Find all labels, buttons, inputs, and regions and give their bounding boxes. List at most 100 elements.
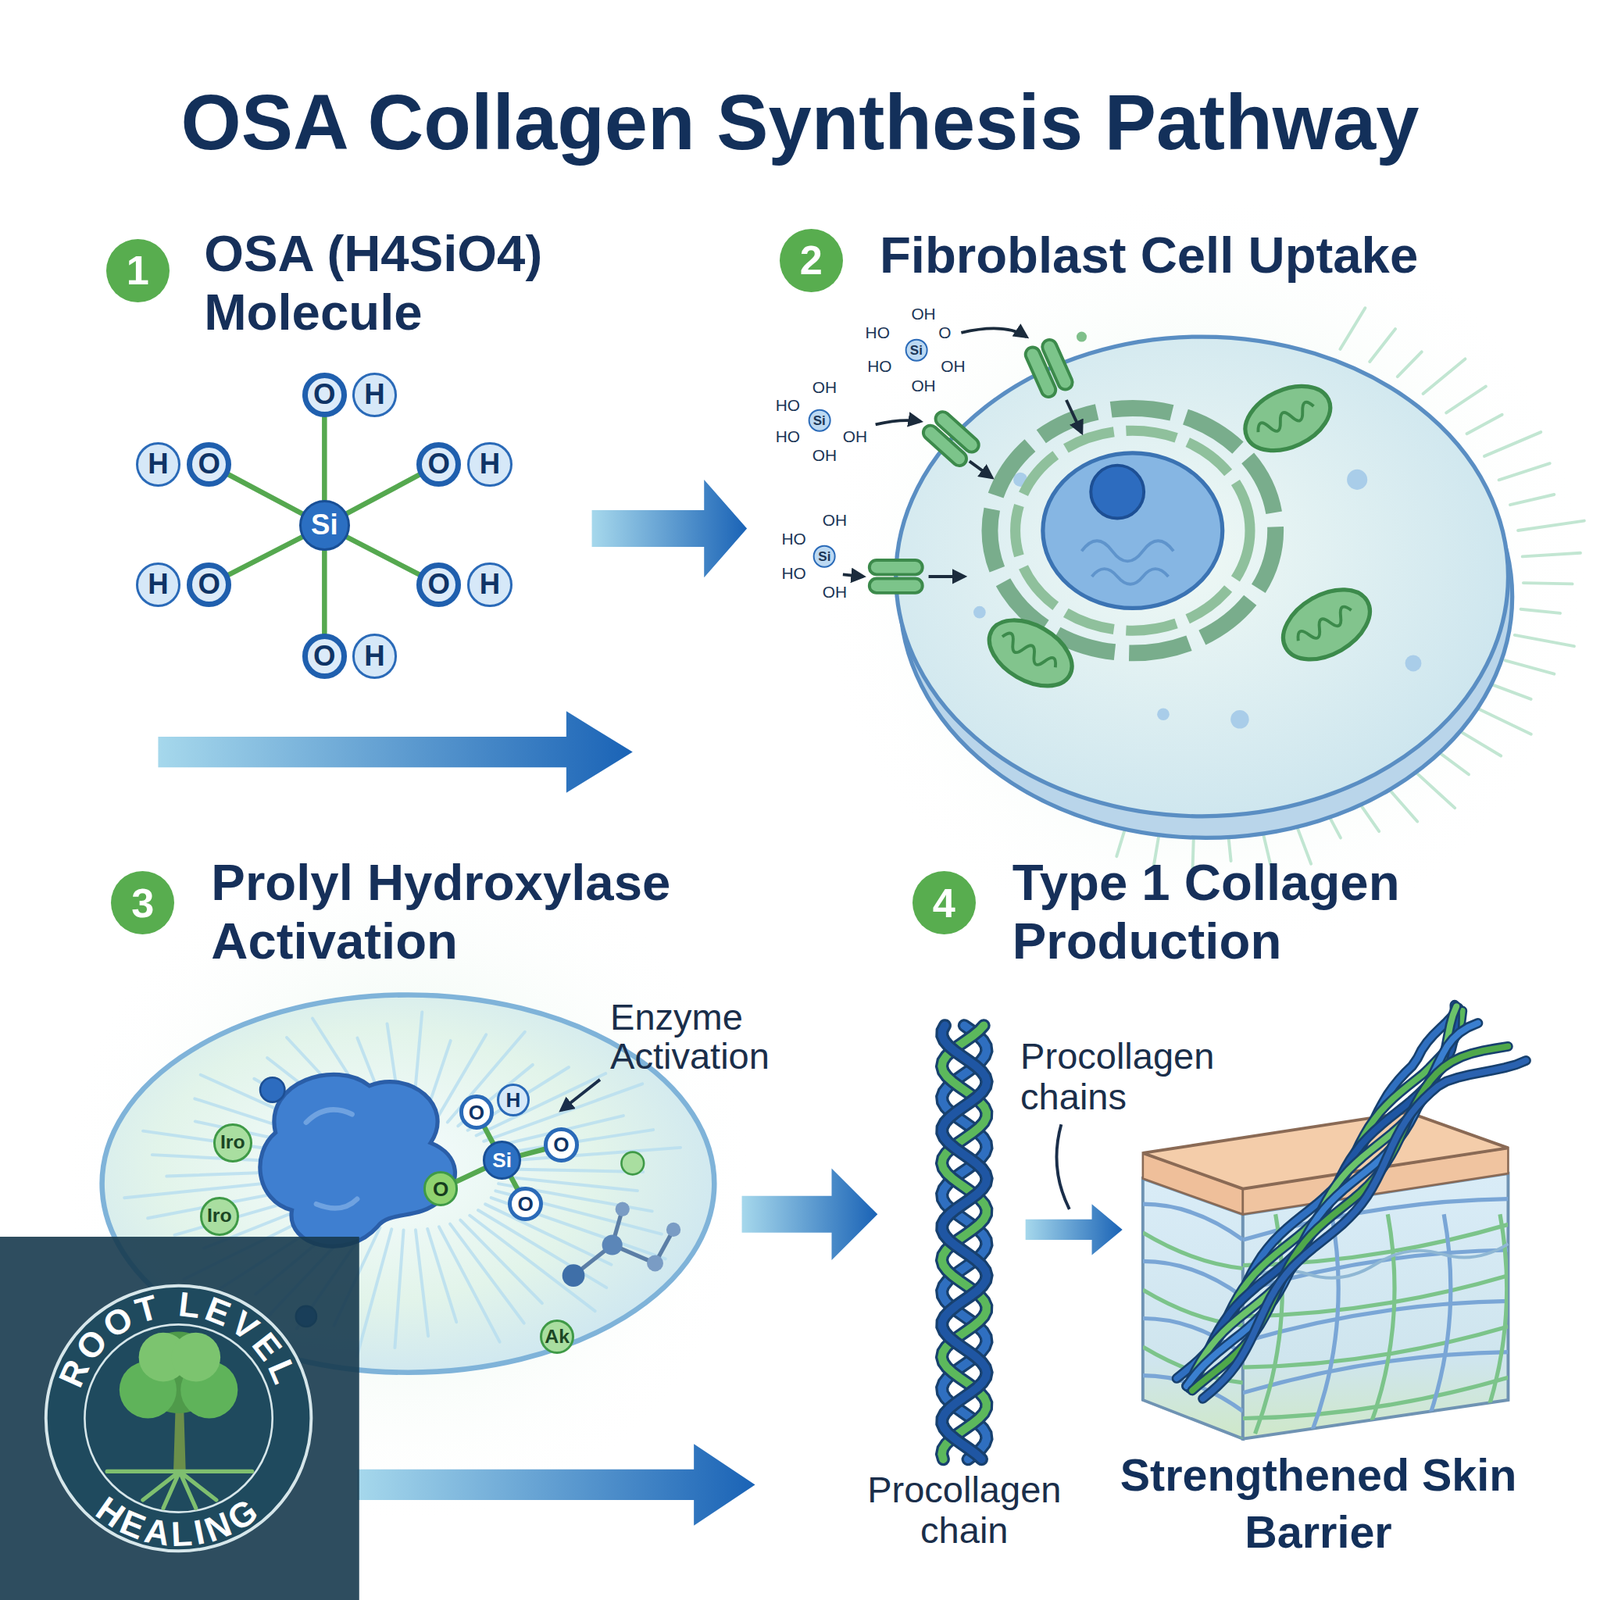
fibroblast-cell	[1457, 729, 1501, 757]
fibroblast-cell	[998, 630, 1059, 674]
watermark: HEALING	[89, 1489, 268, 1554]
fibroblast-cell	[1397, 351, 1422, 377]
fibroblast-cell	[1271, 575, 1383, 675]
procollagen-helix	[942, 1025, 987, 1460]
atom-symbol: O	[553, 1134, 569, 1155]
step-heading: Type 1 Collagen Production	[1012, 853, 1462, 971]
fibroblast-cell	[1346, 469, 1368, 490]
leader-line	[1056, 1124, 1069, 1209]
enzyme-illustration	[602, 1234, 623, 1255]
fibroblast-cell	[1015, 430, 1250, 631]
enzyme-illustration	[621, 1152, 644, 1175]
fibroblast-cell	[989, 407, 1276, 653]
enzyme-illustration	[469, 1215, 595, 1311]
formula-text: HO	[867, 357, 892, 375]
fibroblast-cell	[1157, 707, 1170, 721]
atom-node: O	[423, 1171, 458, 1206]
skin-block	[1142, 1260, 1243, 1297]
atom-symbol: H	[364, 642, 385, 672]
bond-line	[510, 1177, 518, 1190]
fibroblast-cell	[869, 560, 923, 593]
formula-text: HO	[782, 565, 807, 583]
collagen-bundle	[1203, 1060, 1527, 1399]
bond-line	[456, 1168, 485, 1183]
atom-node: Si	[299, 500, 350, 551]
enzyme-illustration	[357, 1228, 392, 1357]
fibroblast-cell	[1042, 453, 1223, 609]
formula-text: HO	[782, 530, 807, 547]
bond-line	[321, 417, 328, 500]
fibroblast-cell	[1255, 400, 1318, 440]
skin-block	[1367, 1214, 1395, 1434]
atom-symbol: O	[198, 570, 221, 600]
uptake-arrows	[875, 420, 921, 425]
atom-symbol: Iro	[207, 1206, 233, 1226]
fibroblast-cell	[896, 336, 1509, 817]
uptake-arrows	[842, 328, 1083, 577]
procollagen-helix	[942, 1025, 987, 1460]
fibroblast-cell	[1410, 767, 1455, 808]
step-heading: OSA (H4SiO4) Molecule	[203, 224, 612, 342]
enzyme-illustration	[500, 1168, 644, 1172]
atom-symbol: Si	[813, 544, 836, 568]
atom-symbol: H	[364, 380, 385, 410]
fibroblast-cell	[1510, 494, 1554, 505]
step-node: 1 OSA (H4SiO4) Molecule	[106, 224, 613, 345]
formula-text: HO	[865, 324, 890, 341]
enzyme-illustration	[306, 1109, 358, 1208]
bond-line	[521, 1149, 545, 1156]
atom-symbol: H	[506, 1089, 522, 1111]
enzyme-illustration	[562, 1264, 586, 1287]
watermark: ROOT LEVEL	[50, 1284, 306, 1393]
atom-symbol: O	[313, 642, 336, 672]
atom-symbol: O	[517, 1193, 533, 1215]
fibroblast-cell	[1090, 465, 1144, 519]
step-number: 1	[106, 239, 170, 303]
watermark: ROOT LEVEL HEALING	[0, 1236, 360, 1600]
formula-text: OH	[910, 306, 936, 323]
formula-text: OH	[940, 357, 965, 375]
enzyme-illustration	[497, 1147, 681, 1162]
enzyme-illustration	[485, 1203, 611, 1265]
skin-block	[1142, 1403, 1243, 1440]
fibroblast-cell	[1423, 358, 1466, 394]
procollagen-helix	[942, 1025, 987, 1460]
fibroblast-cell	[978, 607, 1084, 700]
enzyme-illustration	[427, 1228, 457, 1322]
callout-label: Procollagen chain	[852, 1469, 1077, 1552]
atom-symbol: H	[147, 450, 168, 479]
atom-symbol: O	[313, 380, 336, 410]
atom-node: O	[507, 1186, 543, 1222]
atom-symbol: Ak	[544, 1327, 570, 1347]
enzyme-illustration	[573, 1209, 674, 1276]
step-node: 2Fibroblast Cell Uptake	[779, 225, 1493, 293]
fibroblast-cell	[1499, 463, 1550, 480]
fibroblast-cell	[1369, 328, 1396, 362]
atom-symbol: Si	[310, 510, 339, 540]
formula-text: HO	[775, 396, 800, 414]
atom-node: O	[416, 442, 461, 487]
fibroblast-cell	[1523, 582, 1573, 584]
atom-symbol: H	[147, 570, 168, 600]
formula-text: OH	[842, 428, 868, 446]
atom-node: H	[135, 442, 181, 487]
atom-symbol: Si	[492, 1150, 512, 1171]
fibroblast-cell	[1271, 575, 1383, 675]
skin-block	[1142, 1112, 1509, 1190]
fibroblast-cell	[1081, 540, 1174, 585]
enzyme-illustration	[415, 1229, 429, 1336]
fibroblast-cell	[1484, 432, 1541, 457]
atom-node: O	[302, 633, 347, 679]
atom-node: O	[459, 1094, 494, 1129]
procollagen-helix	[942, 1025, 987, 1460]
bond-line	[346, 537, 419, 575]
callout-label: Enzyme Activation	[610, 997, 815, 1075]
bond-line	[321, 550, 328, 634]
enzyme-illustration	[646, 1255, 664, 1272]
atom-symbol: O	[468, 1102, 485, 1123]
diagram-title: OSA Collagen Synthesis Pathway	[0, 75, 1600, 169]
atom-symbol: Iro	[220, 1132, 246, 1153]
fibroblast-cell	[1505, 660, 1555, 674]
flow-arrow	[742, 1168, 879, 1261]
bond-line	[228, 475, 302, 515]
